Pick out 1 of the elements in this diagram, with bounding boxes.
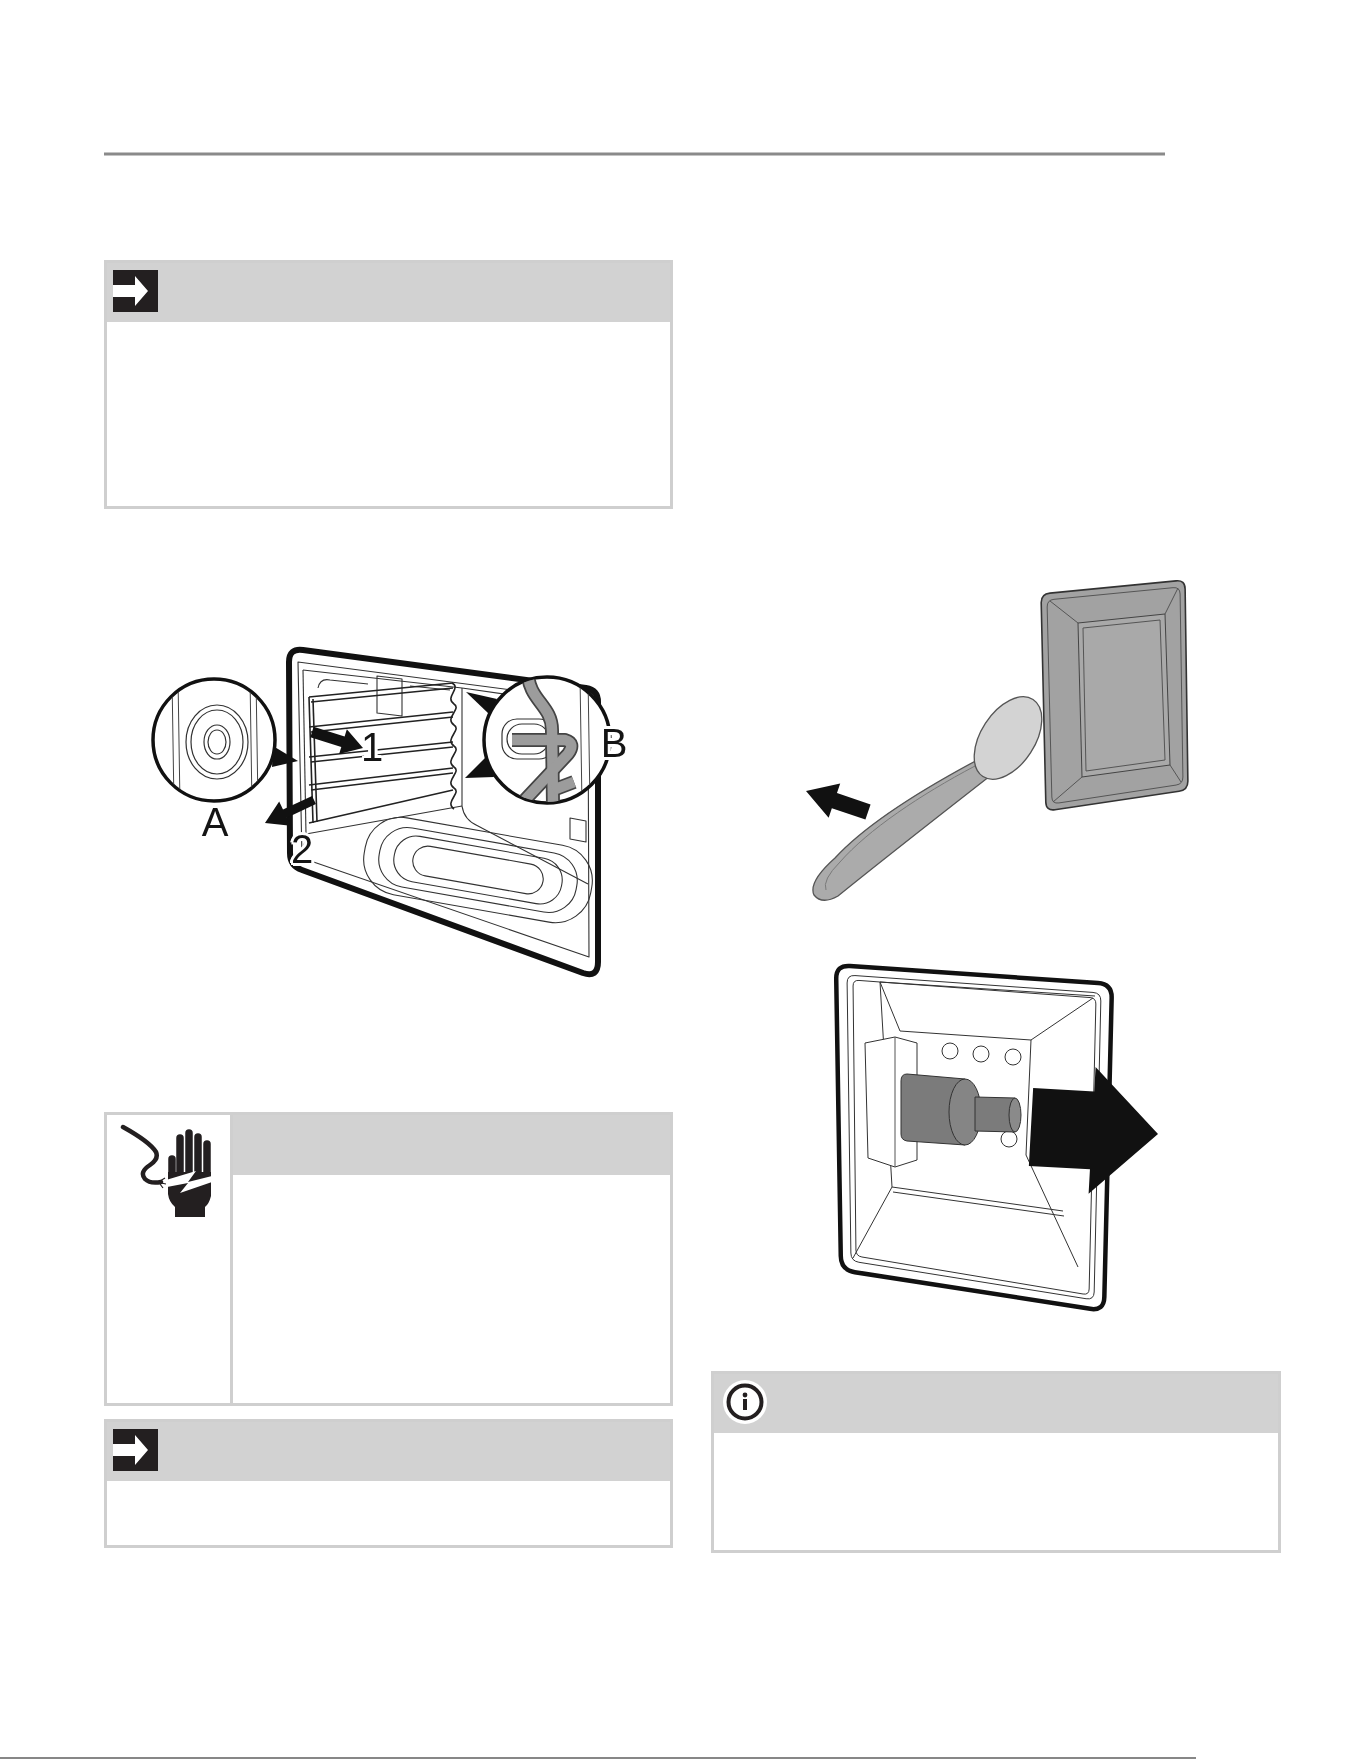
callout-letter: A <box>201 802 229 842</box>
